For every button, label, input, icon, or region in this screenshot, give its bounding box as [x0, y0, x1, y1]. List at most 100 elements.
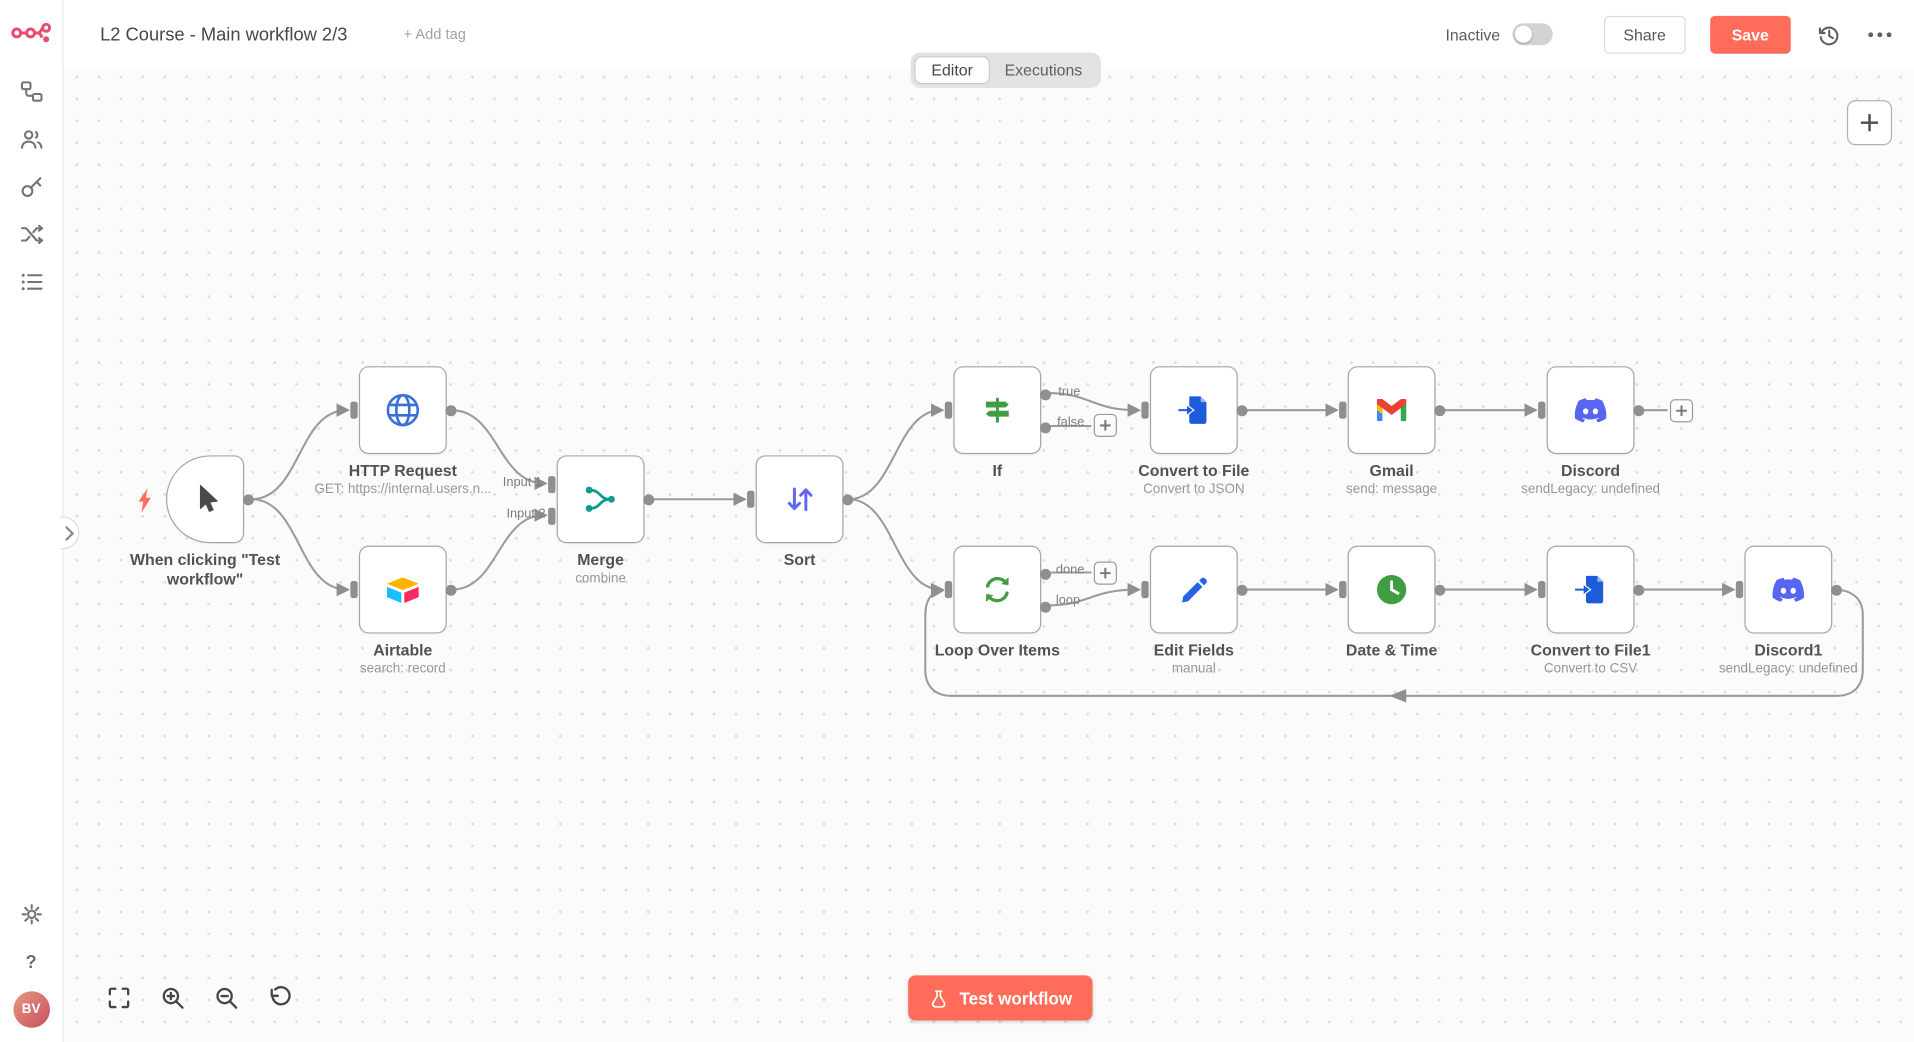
add-node-button[interactable] — [1846, 100, 1893, 146]
input-port[interactable] — [1339, 401, 1347, 419]
input-port[interactable] — [350, 581, 358, 599]
output-port[interactable] — [445, 584, 457, 596]
input-port[interactable] — [944, 401, 953, 419]
node-box[interactable] — [138, 455, 254, 544]
discord-icon — [1772, 577, 1805, 602]
add-node-button-if-false[interactable] — [1093, 413, 1117, 438]
output-port-done[interactable] — [1040, 568, 1052, 580]
node-box[interactable] — [1141, 366, 1248, 455]
output-port[interactable] — [1434, 584, 1446, 596]
fit-view-icon — [108, 986, 129, 1008]
node-box[interactable] — [350, 545, 457, 634]
fit-view-button[interactable] — [98, 977, 140, 1019]
sidebar-item-help[interactable]: ? — [9, 944, 53, 981]
input-port-1[interactable] — [548, 476, 556, 494]
output-port[interactable] — [842, 493, 854, 505]
node-convert-to-file1[interactable]: Convert to File1 Convert to CSV — [1531, 545, 1651, 676]
output-port[interactable] — [1633, 584, 1645, 596]
input-port[interactable] — [1538, 401, 1546, 419]
sidebar-item-data-transformation[interactable] — [9, 216, 53, 253]
add-node-button-loop-done[interactable] — [1093, 561, 1117, 585]
zoom-out-button[interactable] — [205, 977, 247, 1019]
input-port[interactable] — [1339, 581, 1347, 599]
file-import-icon — [1573, 575, 1604, 604]
node-http-request[interactable]: HTTP Request GET: https://internal.users… — [314, 366, 491, 497]
sidebar-item-users[interactable] — [9, 121, 53, 158]
node-loop-over-items[interactable]: Loop Over Items — [935, 545, 1060, 659]
test-workflow-button[interactable]: Test workflow — [908, 975, 1093, 1021]
node-merge[interactable]: Merge combine — [548, 455, 655, 586]
node-date-time[interactable]: Date & Time — [1339, 545, 1446, 659]
node-box[interactable] — [1538, 366, 1645, 455]
activation-toggle[interactable] — [1512, 23, 1553, 46]
wire-trigger-airtable[interactable] — [251, 498, 351, 597]
output-port[interactable] — [1434, 404, 1446, 416]
test-workflow-label: Test workflow — [959, 988, 1073, 1008]
node-discord[interactable]: Discord sendLegacy: undefined — [1521, 366, 1660, 497]
wire-if-true-convert[interactable] — [1046, 392, 1142, 417]
node-convert-to-file[interactable]: Convert to File Convert to JSON — [1138, 366, 1249, 497]
node-box[interactable] — [1538, 545, 1645, 634]
history-button[interactable] — [1818, 23, 1841, 46]
sidebar-item-settings[interactable] — [9, 896, 53, 933]
save-button[interactable]: Save — [1709, 15, 1791, 54]
node-edit-fields[interactable]: Edit Fields manual — [1141, 545, 1248, 676]
output-port[interactable] — [1633, 404, 1645, 416]
output-port[interactable] — [1236, 404, 1248, 416]
input-port-2[interactable] — [548, 507, 556, 525]
wire-airtable-merge[interactable] — [451, 508, 548, 591]
input-port[interactable] — [1735, 581, 1744, 599]
sidebar-item-credentials[interactable] — [9, 168, 53, 205]
input-port[interactable] — [1141, 581, 1149, 599]
wire-sort-loop[interactable] — [848, 498, 945, 597]
node-box[interactable] — [944, 545, 1052, 634]
sidebar-item-workflows[interactable] — [9, 73, 53, 110]
wire-trigger-http[interactable] — [251, 403, 351, 501]
share-button[interactable]: Share — [1603, 15, 1686, 54]
node-airtable[interactable]: Airtable search: record — [350, 545, 457, 676]
tab-editor[interactable]: Editor — [914, 56, 990, 85]
workflow-title[interactable]: L2 Course - Main workflow 2/3 — [100, 23, 348, 45]
n8n-logo[interactable] — [10, 20, 52, 47]
input-port[interactable] — [1141, 401, 1149, 419]
node-label: Sort — [783, 550, 816, 569]
node-if[interactable]: If — [944, 366, 1052, 480]
output-port[interactable] — [1236, 584, 1248, 596]
merge-icon — [585, 486, 615, 512]
output-port[interactable] — [242, 493, 254, 505]
node-box[interactable] — [1735, 545, 1843, 634]
add-node-button-discord[interactable] — [1669, 399, 1694, 423]
node-box[interactable] — [1141, 545, 1248, 634]
wire-http-merge[interactable] — [451, 409, 548, 491]
node-box[interactable] — [944, 366, 1052, 455]
node-box[interactable] — [350, 366, 457, 455]
node-box[interactable] — [747, 455, 854, 544]
output-port[interactable] — [1831, 584, 1843, 596]
output-port[interactable] — [643, 493, 655, 505]
zoom-in-button[interactable] — [151, 977, 193, 1019]
wire-sort-if[interactable] — [848, 403, 945, 501]
node-box[interactable] — [1339, 545, 1446, 634]
add-tag-button[interactable]: + Add tag — [403, 25, 466, 43]
more-options-button[interactable] — [1868, 31, 1892, 37]
node-discord1[interactable]: Discord1 sendLegacy: undefined — [1719, 545, 1858, 676]
input-port[interactable] — [944, 581, 953, 599]
node-box[interactable] — [548, 455, 655, 544]
input-port[interactable] — [350, 401, 358, 419]
output-port-loop[interactable] — [1040, 601, 1052, 613]
node-manual-trigger[interactable]: When clicking "Test workflow" — [130, 455, 280, 589]
output-port-true[interactable] — [1040, 388, 1052, 400]
node-gmail[interactable]: Gmail send: message — [1339, 366, 1446, 497]
input-port[interactable] — [1538, 581, 1546, 599]
wire-loop-edit[interactable] — [1046, 582, 1142, 607]
tab-executions[interactable]: Executions — [1004, 61, 1083, 80]
output-port[interactable] — [445, 404, 457, 416]
sidebar-item-variables[interactable] — [9, 264, 53, 301]
reset-zoom-button[interactable] — [259, 977, 301, 1019]
input-port[interactable] — [747, 490, 755, 508]
node-box[interactable] — [1339, 366, 1446, 455]
user-avatar[interactable]: BV — [12, 991, 50, 1028]
node-sort[interactable]: Sort — [747, 455, 854, 569]
output-port-false[interactable] — [1040, 421, 1052, 433]
